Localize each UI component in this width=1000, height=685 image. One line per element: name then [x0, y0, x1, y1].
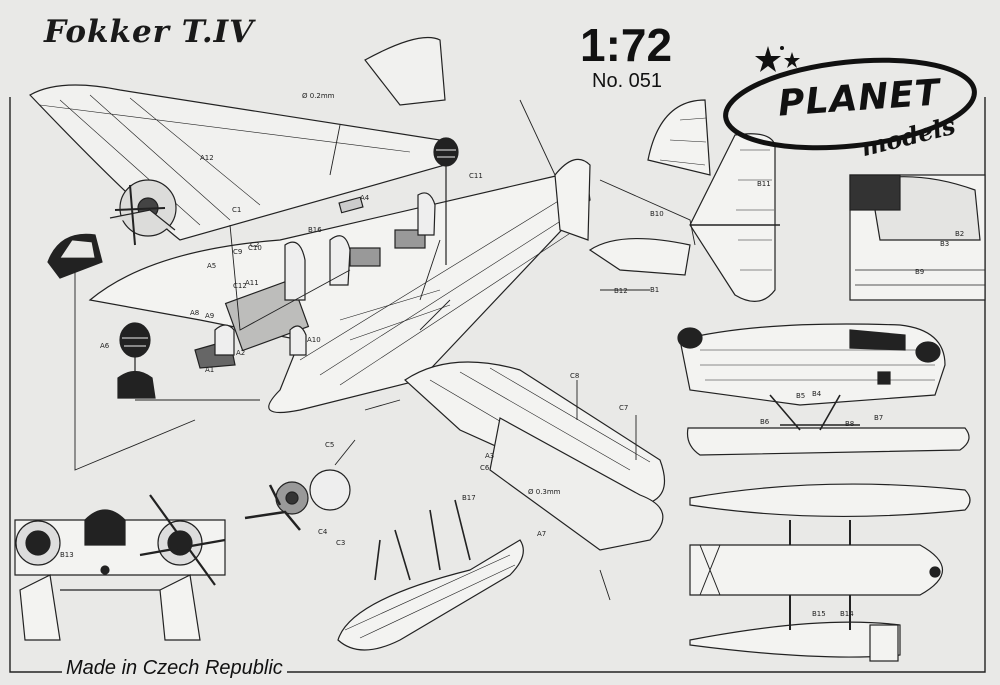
callout-b4: B4 [812, 390, 822, 398]
tail-drawing [554, 158, 691, 276]
callout-c8: C8 [570, 372, 579, 380]
callout-b6: B6 [760, 418, 770, 426]
origin-label: Made in Czech Republic [62, 657, 287, 680]
callout-c4: C4 [318, 528, 328, 536]
front-view-drawing [14, 494, 226, 641]
callout-b10: B10 [650, 210, 664, 218]
callout-a7: A7 [537, 530, 546, 538]
callout-a4: A4 [360, 194, 370, 202]
callout-c7: C7 [619, 404, 628, 412]
callout-b1: B1 [650, 286, 659, 294]
callout-a11: A11 [245, 279, 259, 287]
callout-a2: A2 [236, 349, 245, 357]
callout-b14: B14 [840, 610, 854, 618]
scale-label: 1:72 [580, 19, 673, 71]
callout-a8: A8 [190, 309, 199, 317]
turret-drawing [117, 322, 156, 399]
callout-a3: A3 [485, 452, 494, 460]
dorsal-turret-drawing [433, 137, 459, 265]
callout-b3: B3 [940, 240, 949, 248]
callout-c12: C12 [233, 282, 247, 290]
star-icon [784, 52, 800, 68]
callout-c6: C6 [480, 464, 490, 472]
callout-a12: A12 [200, 154, 214, 162]
callout-b2: B2 [955, 230, 964, 238]
engine-cowling-drawing [244, 469, 351, 531]
callout-b15: B15 [812, 610, 826, 618]
callout-c3: C3 [336, 539, 345, 547]
part-callouts: A1 A2 A3 A4 A5 A6 A7 A8 A9 A10 A11 A12 B… [60, 92, 964, 618]
callout-c1: C1 [232, 206, 241, 214]
float-detail-drawing [849, 174, 986, 301]
leader-lines [74, 99, 696, 601]
callout-b16: B16 [308, 226, 322, 234]
sheet-frame [9, 97, 986, 673]
callout-c10: C10 [248, 244, 262, 252]
callout-b17: B17 [462, 494, 476, 502]
callout-c11: C11 [469, 172, 483, 180]
callout-b13: B13 [60, 551, 74, 559]
callout-b8: B8 [845, 420, 854, 428]
catalog-number: No. 051 [592, 70, 663, 92]
callout-c5: C5 [325, 441, 334, 449]
callout-a5: A5 [207, 262, 216, 270]
callout-b12: B12 [614, 287, 628, 295]
callout-a9: A9 [205, 312, 214, 320]
upper-wing-drawing [29, 37, 446, 241]
callout-a1: A1 [205, 366, 214, 374]
callout-a6: A6 [100, 342, 110, 350]
model-title: Fokker T.IV [44, 14, 255, 50]
callout-c2: C2 [250, 241, 259, 249]
planet-models-logo [723, 46, 977, 151]
float-top-view-drawing [689, 483, 971, 662]
callout-a10: A10 [307, 336, 321, 344]
star-icon [755, 46, 781, 72]
tail-planform-drawing [647, 99, 780, 302]
callout-b11: B11 [757, 180, 771, 188]
callout-b9: B9 [915, 268, 924, 276]
callout-b7: B7 [874, 414, 883, 422]
callout-c9: C9 [233, 248, 242, 256]
nose-canopy-drawing [47, 233, 103, 279]
side-view-drawing [677, 323, 970, 456]
callout-b5: B5 [796, 392, 805, 400]
callout-wire-03: Ø 0.3mm [528, 488, 561, 496]
engine-nose-drawing [109, 179, 177, 246]
callout-wire-02: Ø 0.2mm [302, 92, 335, 100]
lower-wing-drawing [404, 361, 666, 551]
center-float-drawing [337, 499, 524, 651]
